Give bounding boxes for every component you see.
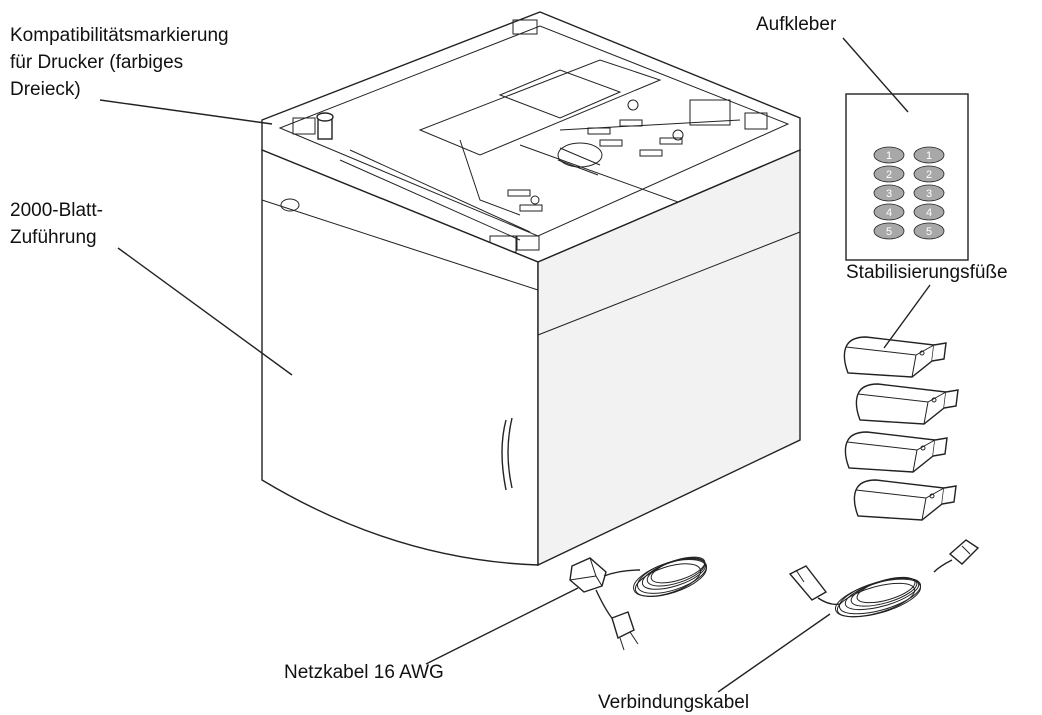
sticker-number-grid: 1 2 3 4 5 1 2 3 4 5: [873, 146, 945, 240]
leader-compatibility: [99, 99, 273, 125]
sticker-oval: [913, 222, 945, 240]
sticker-number: 1: [886, 150, 892, 162]
sticker-oval: [913, 146, 945, 164]
sticker-number: 4: [926, 207, 932, 219]
sticker-number: 4: [886, 207, 892, 219]
sticker-number: 5: [926, 226, 932, 238]
stabilizer-feet: [843, 336, 959, 521]
sticker-oval: [913, 203, 945, 221]
label-sticker: Aufkleber: [756, 14, 837, 35]
label-stabilizer-feet: Stabilisierungsfüße: [846, 262, 1008, 283]
sticker-number: 3: [926, 188, 932, 200]
feeder-handle-icon: [501, 417, 513, 491]
sticker-number: 3: [886, 188, 892, 200]
sticker-oval: [873, 165, 905, 183]
stabilizer-foot-2: [855, 383, 959, 425]
leader-lines: [99, 37, 931, 693]
power-cable-coil: [633, 556, 708, 597]
label-compatibility-line2: für Drucker (farbiges: [10, 52, 183, 73]
stabilizer-foot-1: [843, 336, 947, 378]
feeder-side: [537, 148, 801, 567]
feeder-front: [261, 148, 539, 566]
stabilizer-foot-4: [853, 479, 957, 521]
leader-feet: [883, 284, 931, 349]
leader-feeder: [117, 247, 293, 376]
stabilizer-foot-3: [844, 431, 948, 473]
connection-cable: [788, 539, 980, 618]
connection-cable-coil: [835, 576, 922, 618]
leader-connection-cable: [717, 613, 831, 693]
sticker-oval: [873, 184, 905, 202]
leader-sticker: [842, 37, 909, 113]
feeder-unit: [261, 11, 801, 567]
power-cable: [569, 556, 708, 651]
label-feeder-line1: 2000-Blatt-: [10, 200, 103, 221]
sticker-number: 2: [886, 169, 892, 181]
feeder-logo-oval: [280, 198, 300, 212]
sticker-number: 1: [926, 150, 932, 162]
feeder-tray-interior: [292, 19, 768, 253]
label-power-cable: Netzkabel 16 AWG: [284, 662, 444, 683]
sticker-oval: [873, 222, 905, 240]
labels: Kompatibilitätsmarkierung für Drucker (f…: [10, 14, 1008, 713]
sticker-oval: [913, 184, 945, 202]
sticker-number: 2: [926, 169, 932, 181]
label-connection-cable: Verbindungskabel: [598, 692, 749, 713]
sticker-sheet: 1 2 3 4 5 1 2 3 4 5: [845, 93, 969, 261]
label-compatibility-line3: Dreieck): [10, 79, 81, 100]
sticker-number: 5: [886, 226, 892, 238]
sticker-oval: [913, 165, 945, 183]
leader-power-cable: [425, 587, 579, 665]
label-feeder-line2: Zuführung: [10, 227, 97, 248]
sticker-oval: [873, 203, 905, 221]
label-compatibility-line1: Kompatibilitätsmarkierung: [10, 25, 229, 46]
sticker-oval: [873, 146, 905, 164]
